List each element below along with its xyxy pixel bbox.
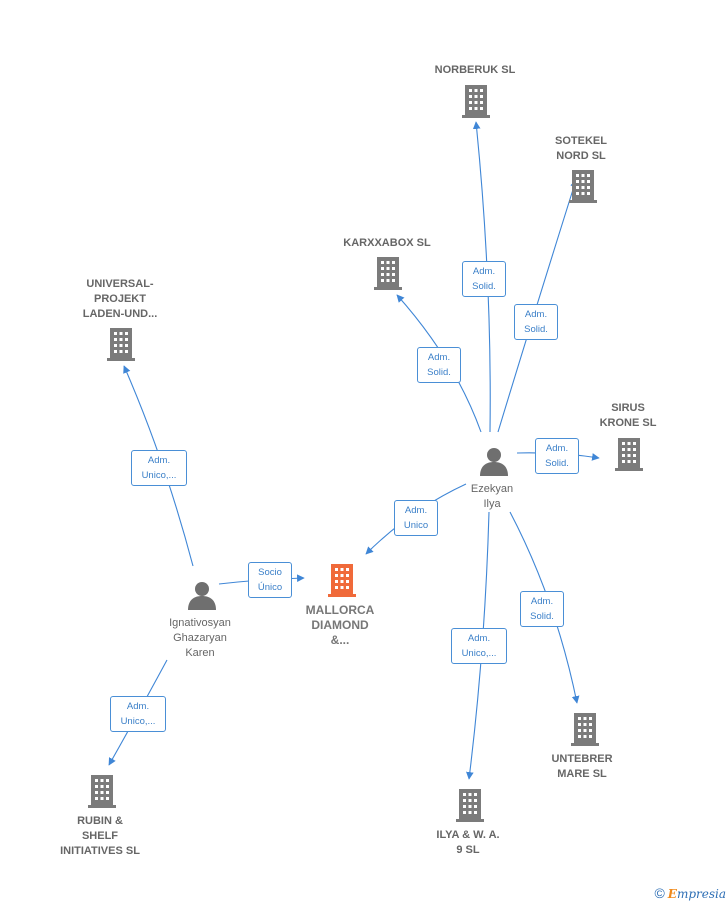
label-line: Adm.	[126, 701, 150, 712]
edge-label-rubin: Adm. Unico,...	[110, 696, 166, 732]
label-line: &...	[330, 633, 350, 647]
label-line: Solid.	[472, 281, 496, 292]
label-line: RUBIN &	[77, 815, 123, 827]
building-icon	[374, 257, 402, 290]
label-line: UNTEBRER	[551, 753, 613, 765]
label-line: Adm.	[530, 596, 554, 607]
label-line: Unico,...	[461, 648, 497, 659]
label-line: DIAMOND	[311, 618, 369, 632]
label-line: INITIATIVES SL	[60, 845, 140, 857]
node-karxxabox[interactable]: KARXXABOX SL	[327, 236, 447, 251]
building-icon	[88, 775, 116, 808]
label-line: Adm.	[147, 455, 171, 466]
building-icon	[615, 438, 643, 471]
label-line: Adm.	[545, 443, 569, 454]
label-line: Ghazaryan	[173, 632, 227, 644]
label-line: Adm.	[404, 505, 428, 516]
label-line: Solid.	[427, 367, 451, 378]
edge-label-mallorca-ez: Adm. Unico	[394, 500, 438, 536]
node-norberuk[interactable]: NORBERUK SL	[415, 63, 535, 78]
label-line: PROJEKT	[94, 293, 146, 305]
label-line: Ignativosyan	[169, 617, 231, 629]
edge-label-ilya9: Adm. Unico,...	[451, 628, 507, 664]
building-icon	[462, 85, 490, 118]
building-icon	[571, 713, 599, 746]
label-line: NORD SL	[556, 150, 606, 162]
brand-initial: E	[667, 887, 677, 901]
edge-label-sirus: Adm. Solid.	[535, 438, 579, 474]
edge-label-norberuk: Adm. Solid.	[462, 261, 506, 297]
label-line: Único	[257, 582, 283, 593]
label-line: MALLORCA	[305, 603, 375, 617]
label-line: SIRUS	[611, 402, 645, 414]
edge-label-karxxabox: Adm. Solid.	[417, 347, 461, 383]
label-line: MARE SL	[557, 768, 607, 780]
node-universal[interactable]: UNIVERSAL- PROJEKT LADEN-UND...	[60, 277, 180, 322]
brand-name: mpresia	[676, 887, 726, 901]
label-line: Solid.	[530, 611, 554, 622]
building-icon	[569, 170, 597, 203]
node-sirus[interactable]: SIRUS KRONE SL	[568, 401, 688, 431]
label-line: Unico	[403, 520, 429, 531]
label-line: Unico,...	[141, 470, 177, 481]
label-line: Adm.	[472, 266, 496, 277]
person-icon	[188, 582, 216, 610]
label-line: SHELF	[81, 830, 119, 842]
building-icon	[107, 328, 135, 361]
edge-label-universal: Adm. Unico,...	[131, 450, 187, 486]
label-line: Ezekyan	[470, 483, 514, 495]
edge-label-untebrer: Adm. Solid.	[520, 591, 564, 627]
label-line: Solid.	[545, 458, 569, 469]
label-line: Ilya	[483, 498, 501, 510]
copyright-symbol: ©	[654, 885, 665, 901]
edge-label-sotekel: Adm. Solid.	[514, 304, 558, 340]
node-sotekel[interactable]: SOTEKEL NORD SL	[521, 134, 641, 164]
person-icon	[480, 448, 508, 476]
label-line: Socio	[258, 567, 282, 578]
label-line: UNIVERSAL-	[86, 278, 154, 290]
node-rubin[interactable]: RUBIN & SHELF INITIATIVES SL	[40, 814, 160, 859]
node-ilya9[interactable]: ILYA & W. A. 9 SL	[408, 828, 528, 858]
empresia-logo[interactable]: ©Empresia	[654, 885, 726, 901]
label-line: Adm.	[427, 352, 451, 363]
building-icon	[328, 564, 356, 597]
label-line: Adm.	[524, 309, 548, 320]
node-untebrer[interactable]: UNTEBRER MARE SL	[522, 752, 642, 782]
label-line: NORBERUK SL	[434, 64, 516, 76]
label-line: ILYA & W. A.	[436, 829, 500, 841]
label-line: Solid.	[524, 324, 548, 335]
label-line: LADEN-UND...	[82, 308, 158, 320]
label-line: 9 SL	[456, 844, 480, 856]
label-line: KRONE SL	[599, 417, 657, 429]
label-line: SOTEKEL	[555, 135, 607, 147]
label-line: Unico,...	[120, 716, 156, 727]
label-line: Karen	[185, 647, 215, 659]
label-line: KARXXABOX SL	[343, 237, 431, 249]
building-icon	[456, 789, 484, 822]
label-line: Adm.	[467, 633, 491, 644]
